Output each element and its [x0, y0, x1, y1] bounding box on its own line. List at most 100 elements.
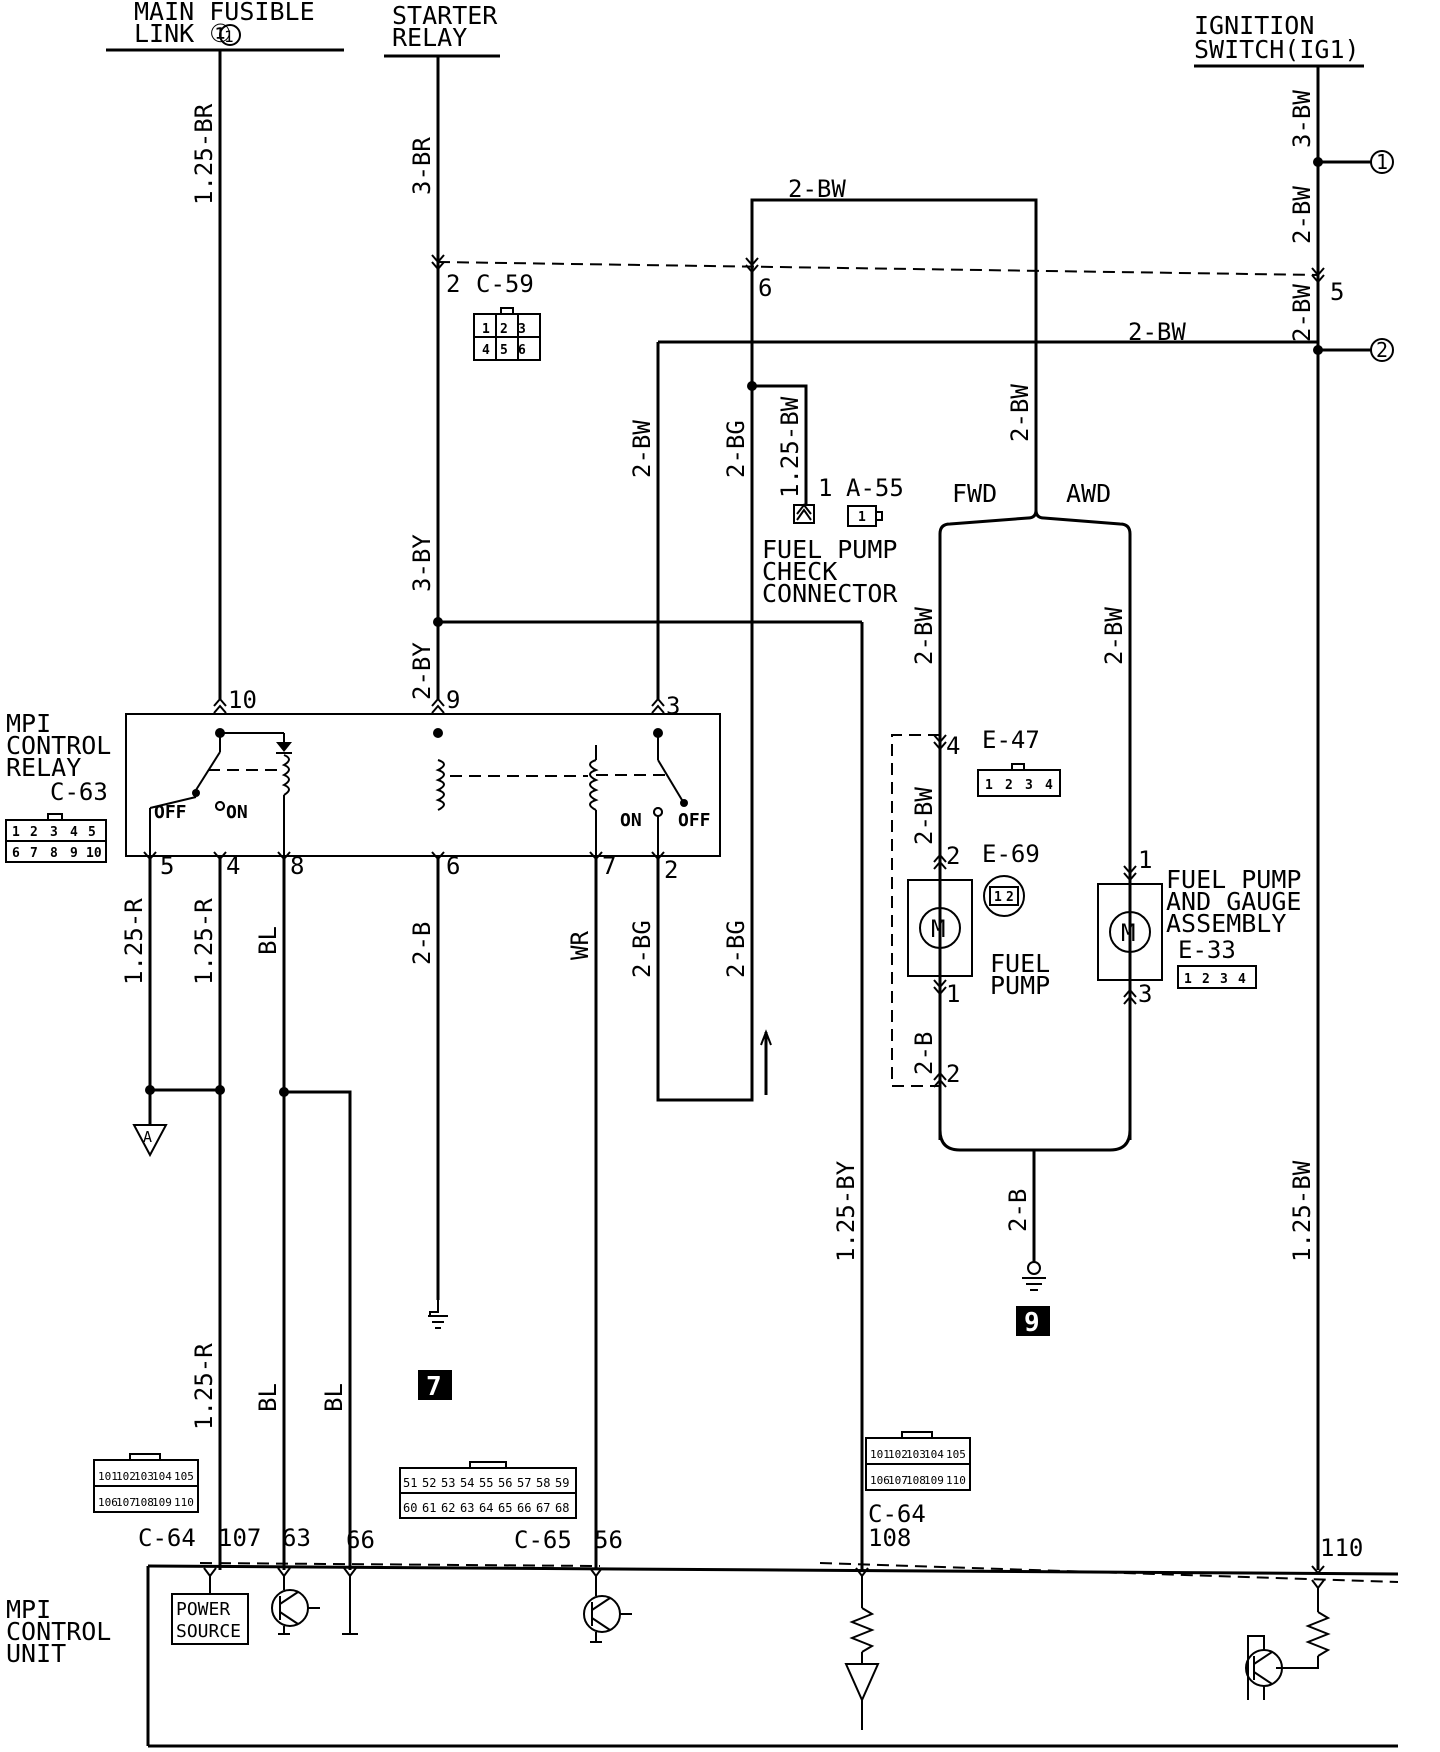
- pin-number: 2: [946, 842, 960, 870]
- wire-label: 2-BG: [722, 920, 750, 978]
- e33-connector-face: 1 2 3 4: [1177, 965, 1257, 989]
- pin-cell: 1: [12, 825, 20, 840]
- c64-connector-face-left: 101 102 103 104 105 106 107 108 109 110: [93, 1453, 199, 1513]
- pin-cell: 51: [403, 1476, 417, 1490]
- svg-text:M: M: [1121, 919, 1135, 947]
- a55-connector-face: 1: [793, 503, 883, 527]
- header-starter-relay: STARTER RELAY: [384, 1, 500, 58]
- pin-cell: 110: [174, 1496, 194, 1509]
- off-label: OFF: [678, 810, 711, 831]
- connector-chevrons: [143, 254, 1325, 1575]
- pin-cell: 2: [1005, 778, 1013, 793]
- pin-number: 110: [1320, 1534, 1363, 1562]
- connector-id: E-47: [982, 726, 1040, 754]
- ref-1-number: 1: [1376, 150, 1388, 174]
- pin-cell: 108: [134, 1496, 154, 1509]
- wire-label: 2-BW: [1006, 384, 1034, 442]
- connector-id: E-69: [982, 840, 1040, 868]
- wire-label: 2-B: [1004, 1189, 1032, 1232]
- connector-id: C-59: [476, 270, 534, 298]
- pin-cell: 102: [116, 1470, 136, 1483]
- mpi-control-relay-label: RELAY: [6, 753, 81, 782]
- pin-cell: 104: [152, 1470, 172, 1483]
- wire-label: 3-BW: [1288, 90, 1316, 148]
- transistor-icon: [271, 1576, 320, 1635]
- svg-text:M: M: [931, 915, 945, 943]
- pin-number: 2: [946, 1060, 960, 1088]
- pin-cell: 5: [500, 343, 508, 358]
- pin-cell: 7: [30, 846, 38, 861]
- fuel-pump-check-label: CHECK: [762, 557, 837, 586]
- on-label: ON: [620, 810, 642, 831]
- fuel-pump-gauge-motor: M: [1097, 883, 1163, 981]
- pin-cell: 56: [498, 1476, 512, 1490]
- pin-cell: 2: [1202, 972, 1210, 987]
- connector-id: C-64: [868, 1500, 926, 1528]
- wire-label: 2-BW: [1100, 607, 1128, 665]
- pin-number: 63: [282, 1524, 311, 1552]
- svg-text:7: 7: [426, 1372, 442, 1402]
- pin-cell: 104: [924, 1448, 944, 1461]
- pin-cell: 101: [870, 1448, 890, 1461]
- pin-number: 4: [946, 732, 960, 760]
- pin-cell: 6: [518, 343, 526, 358]
- wire-label: 1.25-R: [120, 898, 148, 985]
- pin-cell: 107: [888, 1474, 908, 1487]
- fuel-pump-gauge-label: AND GAUGE: [1166, 887, 1301, 916]
- wire-label: WR: [566, 931, 594, 960]
- pin-cell: 10: [86, 846, 102, 861]
- pin-number: 108: [868, 1524, 911, 1552]
- pin-numbers: 2 6 5 1 10 9 3 5 4 8 6 7 2 4 2 1 2 1 3 1…: [160, 270, 1363, 1562]
- mpi-control-unit-label: UNIT: [6, 1639, 66, 1668]
- wire-labels: 1.25-BR 3-BR 3-BW 2-BW 2-BW 2-BW 2-BW 2-…: [120, 90, 1316, 1430]
- pin-cell: 55: [479, 1476, 493, 1490]
- reference-circles: 1 1 2: [219, 24, 1394, 362]
- off-label: OFF: [154, 802, 187, 823]
- pin-cell: 61: [422, 1501, 436, 1515]
- wire-label: 3-BR: [408, 137, 436, 195]
- wire-label: 2-BG: [722, 420, 750, 478]
- pin-cell: 108: [906, 1474, 926, 1487]
- pin-number: 2: [664, 856, 678, 884]
- mpi-control-relay-label: MPI: [6, 709, 51, 738]
- pin-cell: 57: [517, 1476, 531, 1490]
- svg-text:MAIN FUSIBLE: MAIN FUSIBLE: [134, 0, 315, 26]
- header-main-fusible-link: MAIN FUSIBLE LINK ①: [106, 0, 344, 52]
- pin-cell: 53: [441, 1476, 455, 1490]
- pin-cell: 67: [536, 1501, 550, 1515]
- pin-cell: 3: [50, 825, 58, 840]
- pin-number: 1: [818, 474, 832, 502]
- pin-cell: 102: [888, 1448, 908, 1461]
- fuel-pump-gauge-label: FUEL PUMP: [1166, 865, 1301, 894]
- wire-label: 1.25-R: [190, 898, 218, 985]
- fwd-label: FWD: [952, 479, 997, 508]
- pin-number: 6: [446, 852, 460, 880]
- transistor-icon: [583, 1576, 632, 1643]
- pin-number: 5: [160, 852, 174, 880]
- pin-cell: 4: [1238, 972, 1246, 987]
- pin-number: 56: [594, 1526, 623, 1554]
- fuel-pump-motor: M: [907, 879, 973, 977]
- pin-number: 4: [226, 852, 240, 880]
- wire-label: 2-B: [408, 922, 436, 965]
- pin-cell: 63: [460, 1501, 474, 1515]
- pin-cell: 109: [152, 1496, 172, 1509]
- pin-cell: 66: [517, 1501, 531, 1515]
- pin-cell: 106: [870, 1474, 890, 1487]
- mpi-control-unit-label: MPI: [6, 1595, 51, 1624]
- pin-cell: 1: [858, 510, 866, 525]
- pin-cell: 68: [555, 1501, 569, 1515]
- wire-label: 1.25-BW: [1288, 1160, 1316, 1262]
- svg-text:SWITCH(IG1): SWITCH(IG1): [1194, 35, 1360, 64]
- pin-cell: 59: [555, 1476, 569, 1490]
- wire-label: 1.25-BY: [832, 1160, 860, 1262]
- pin-number: 5: [1330, 278, 1344, 306]
- pin-cell: 4: [70, 825, 78, 840]
- resistor-icon: [1276, 1588, 1331, 1669]
- pin-number: 2: [446, 270, 460, 298]
- fuel-pump-gauge-label: ASSEMBLY: [1166, 909, 1286, 938]
- pin-cell: 1: [1184, 972, 1192, 987]
- pin-cell: 109: [924, 1474, 944, 1487]
- pin-cell: 2: [500, 322, 508, 337]
- pin-cell: 110: [946, 1474, 966, 1487]
